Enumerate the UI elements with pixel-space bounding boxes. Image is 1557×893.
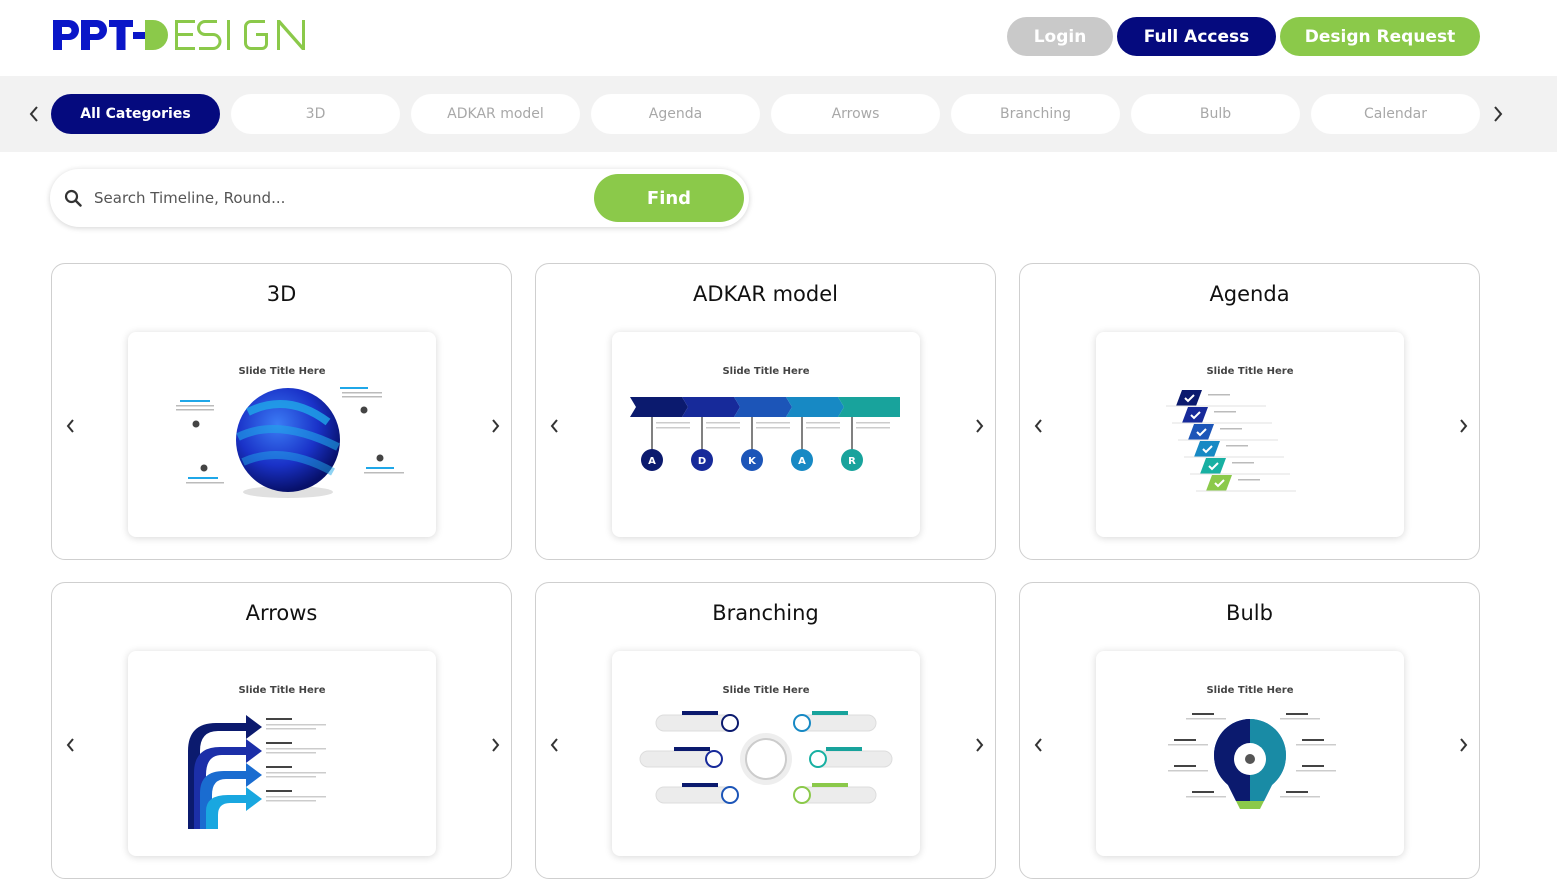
category-card-arrows[interactable]: Arrows Slide Title Here <box>51 582 512 879</box>
category-pill-branching[interactable]: Branching <box>951 94 1120 134</box>
bulb-diagram-graphic <box>1168 713 1336 809</box>
slide-preview[interactable]: Slide Title Here <box>1096 651 1404 856</box>
slide-title: Slide Title Here <box>1206 366 1294 377</box>
category-pill-calendar[interactable]: Calendar <box>1311 94 1480 134</box>
sphere-diagram-graphic <box>176 387 404 498</box>
card-title: ADKAR model <box>693 282 838 306</box>
chevron-left-icon <box>1034 419 1042 433</box>
search-input[interactable] <box>94 183 584 213</box>
card-prev-button[interactable] <box>546 416 562 436</box>
site-logo[interactable] <box>51 14 315 56</box>
category-card-adkar[interactable]: ADKAR model Slide Title Here A D K A R <box>535 263 996 560</box>
search-icon <box>64 189 82 207</box>
chevron-right-icon <box>491 419 499 433</box>
chevron-left-icon <box>66 738 74 752</box>
card-title: 3D <box>266 282 297 306</box>
slide-preview[interactable]: Slide Title Here <box>128 651 436 856</box>
design-request-button[interactable]: Design Request <box>1280 17 1480 56</box>
chevron-left-icon <box>550 738 558 752</box>
slide-preview[interactable]: Slide Title Here <box>1096 332 1404 537</box>
category-pill-3d[interactable]: 3D <box>231 94 400 134</box>
card-prev-button[interactable] <box>546 735 562 755</box>
category-pill-bulb[interactable]: Bulb <box>1131 94 1300 134</box>
slide-title: Slide Title Here <box>238 685 326 696</box>
branching-diagram-graphic <box>639 711 893 804</box>
chevron-right-icon <box>975 738 983 752</box>
logo-graphic <box>53 20 305 50</box>
arrows-diagram-graphic <box>188 715 326 829</box>
card-prev-button[interactable] <box>1030 416 1046 436</box>
slide-title: Slide Title Here <box>1206 685 1294 696</box>
find-button[interactable]: Find <box>594 174 744 222</box>
card-title: Arrows <box>245 601 318 625</box>
chevron-left-icon <box>550 419 558 433</box>
card-next-button[interactable] <box>971 735 987 755</box>
svg-text:R: R <box>848 456 856 467</box>
svg-text:A: A <box>798 456 806 467</box>
chevron-right-icon <box>1494 106 1503 122</box>
category-next-button[interactable] <box>1488 100 1508 128</box>
category-strip: All Categories 3D ADKAR model Agenda Arr… <box>0 76 1557 152</box>
chevron-right-icon <box>491 738 499 752</box>
search-bar: Find <box>50 169 749 227</box>
chevron-left-icon <box>1034 738 1042 752</box>
slide-preview[interactable]: Slide Title Here A D K A R <box>612 332 920 537</box>
category-card-agenda[interactable]: Agenda Slide Title Here <box>1019 263 1480 560</box>
category-pill-arrows[interactable]: Arrows <box>771 94 940 134</box>
slide-title: Slide Title Here <box>238 366 326 377</box>
slide-title: Slide Title Here <box>722 366 810 377</box>
chevron-left-icon <box>29 106 38 122</box>
card-next-button[interactable] <box>487 735 503 755</box>
card-title: Bulb <box>1226 601 1273 625</box>
category-pill-all[interactable]: All Categories <box>51 94 220 134</box>
svg-text:K: K <box>748 456 757 467</box>
card-next-button[interactable] <box>1455 416 1471 436</box>
site-header: Login Full Access Design Request <box>0 0 1557 76</box>
category-card-bulb[interactable]: Bulb Slide Title Here <box>1019 582 1480 879</box>
svg-text:A: A <box>648 456 656 467</box>
agenda-diagram-graphic <box>1166 390 1296 492</box>
card-prev-button[interactable] <box>62 416 78 436</box>
category-pill-adkar[interactable]: ADKAR model <box>411 94 580 134</box>
login-button[interactable]: Login <box>1007 17 1113 56</box>
card-prev-button[interactable] <box>1030 735 1046 755</box>
slide-preview[interactable]: Slide Title Here <box>612 651 920 856</box>
category-prev-button[interactable] <box>24 100 44 128</box>
card-next-button[interactable] <box>1455 735 1471 755</box>
card-next-button[interactable] <box>971 416 987 436</box>
slide-title: Slide Title Here <box>722 685 810 696</box>
chevron-left-icon <box>66 419 74 433</box>
card-title: Branching <box>712 601 819 625</box>
card-next-button[interactable] <box>487 416 503 436</box>
card-prev-button[interactable] <box>62 735 78 755</box>
chevron-right-icon <box>1459 738 1467 752</box>
category-card-3d[interactable]: 3D Slide Title Here <box>51 263 512 560</box>
slide-preview[interactable]: Slide Title Here <box>128 332 436 537</box>
full-access-button[interactable]: Full Access <box>1117 17 1276 56</box>
category-pill-agenda[interactable]: Agenda <box>591 94 760 134</box>
card-title: Agenda <box>1209 282 1290 306</box>
chevron-right-icon <box>975 419 983 433</box>
svg-text:D: D <box>698 456 706 467</box>
chevron-right-icon <box>1459 419 1467 433</box>
category-card-branching[interactable]: Branching Slide Title Here <box>535 582 996 879</box>
